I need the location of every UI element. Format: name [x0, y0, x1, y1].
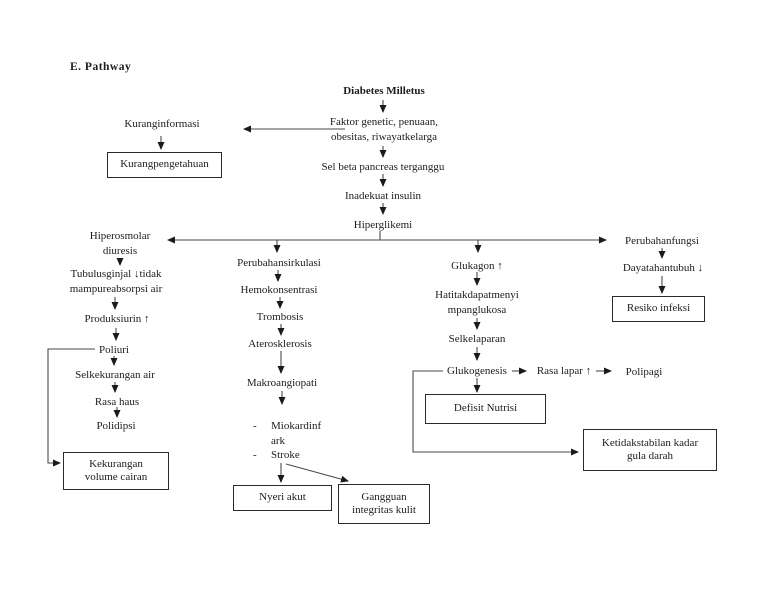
node-makroangiopati: Makroangiopati — [246, 377, 318, 389]
node-inadekuat-insulin: Inadekuat insulin — [344, 190, 422, 202]
node-glukogenesis: Glukogenesis — [447, 365, 507, 377]
node-perubahan-sirkulasi: Perubahansirkulasi — [237, 257, 321, 269]
bullet-dash: - — [253, 420, 257, 432]
box-gangguan-integritas-kulit: Gangguan integritas kulit — [338, 484, 430, 524]
bullet-dash: - — [253, 449, 257, 461]
box-nyeri-akut: Nyeri akut — [233, 485, 332, 511]
node-perubahan-fungsi: Perubahanfungsi — [625, 235, 699, 247]
node-hemokonsentrasi: Hemokonsentrasi — [240, 284, 318, 296]
node-trombosis: Trombosis — [256, 311, 304, 323]
box-defisit-nutrisi: Defisit Nutrisi — [425, 394, 546, 424]
node-rasa-haus: Rasa haus — [94, 396, 140, 408]
node-miokard-infark: Miokardinf ark — [271, 420, 322, 447]
box-kurang-pengetahuan: Kurangpengetahuan — [107, 152, 222, 178]
box-resiko-infeksi: Resiko infeksi — [612, 296, 705, 322]
node-rasa-lapar: Rasa lapar ↑ — [536, 365, 592, 377]
page-title: E. Pathway — [70, 61, 132, 73]
node-polipagi: Polipagi — [625, 366, 663, 378]
node-tubulus-ginjal: Tubulusginjal ↓tidak mampureabsorpsi air — [69, 268, 163, 295]
node-diabetes-milletus: Diabetes Milletus — [343, 85, 425, 97]
box-ketidakstabilan-gula-darah: Ketidakstabilan kadar gula darah — [583, 429, 717, 471]
node-produksi-urin: Produksiurin ↑ — [84, 313, 150, 325]
node-hati-tak-dapat: Hatitakdapatmenyi mpanglukosa — [435, 289, 519, 316]
flow-arrows — [47, 100, 666, 483]
node-faktor-genetic: Faktor genetic, penuaan, obesitas, riway… — [329, 116, 439, 143]
node-poliuri: Poliuri — [99, 344, 129, 356]
node-stroke: Stroke — [271, 449, 300, 461]
node-kurang-informasi: Kuranginformasi — [124, 118, 200, 130]
node-aterosklerosis: Aterosklerosis — [248, 338, 312, 350]
node-sel-kekurangan-air: Selkekurangan air — [75, 369, 155, 381]
box-kekurangan-volume-cairan: Kekurangan volume cairan — [63, 452, 169, 490]
node-glukagon: Glukagon ↑ — [451, 260, 503, 272]
node-sel-beta-pancreas: Sel beta pancreas terganggu — [321, 161, 445, 173]
node-sel-kelaparan: Selkelaparan — [448, 333, 506, 345]
node-hiperglikemi: Hiperglikemi — [353, 219, 413, 231]
node-polidipsi: Polidipsi — [96, 420, 136, 432]
node-hiperosmolar-diuresis: Hiperosmolar diuresis — [89, 230, 151, 257]
node-daya-tahan-tubuh: Dayatahantubuh ↓ — [622, 262, 704, 274]
